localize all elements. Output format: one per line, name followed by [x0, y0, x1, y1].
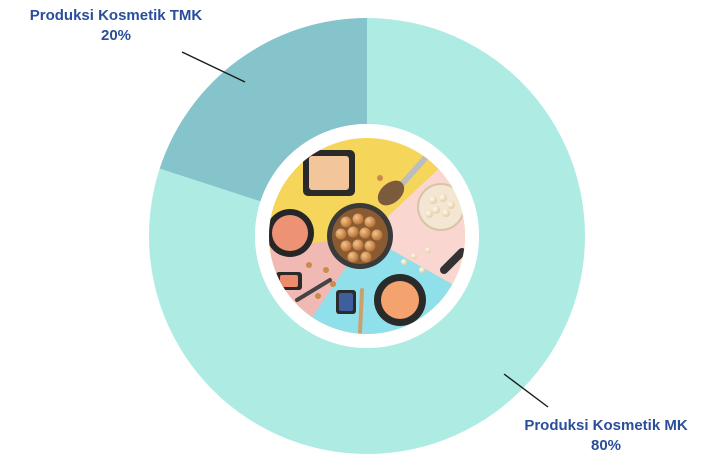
slice-label-mk-percent: 80% [590, 437, 622, 454]
slice-label-tmk-percent: 20% [100, 27, 132, 44]
slice-label-mk: Produksi Kosmetik MK 80% [500, 416, 712, 456]
slice-label-mk-name: Produksi Kosmetik MK [524, 417, 688, 434]
slice-label-tmk: Produksi Kosmetik TMK 20% [0, 6, 232, 46]
donut-slice-tmk [159, 18, 367, 202]
donut-slice-mk [148, 18, 585, 454]
leader-line-mk [503, 373, 549, 408]
leader-line-tmk [181, 51, 246, 83]
donut-slices [148, 18, 585, 454]
slice-label-tmk-name: Produksi Kosmetik TMK [29, 7, 203, 24]
